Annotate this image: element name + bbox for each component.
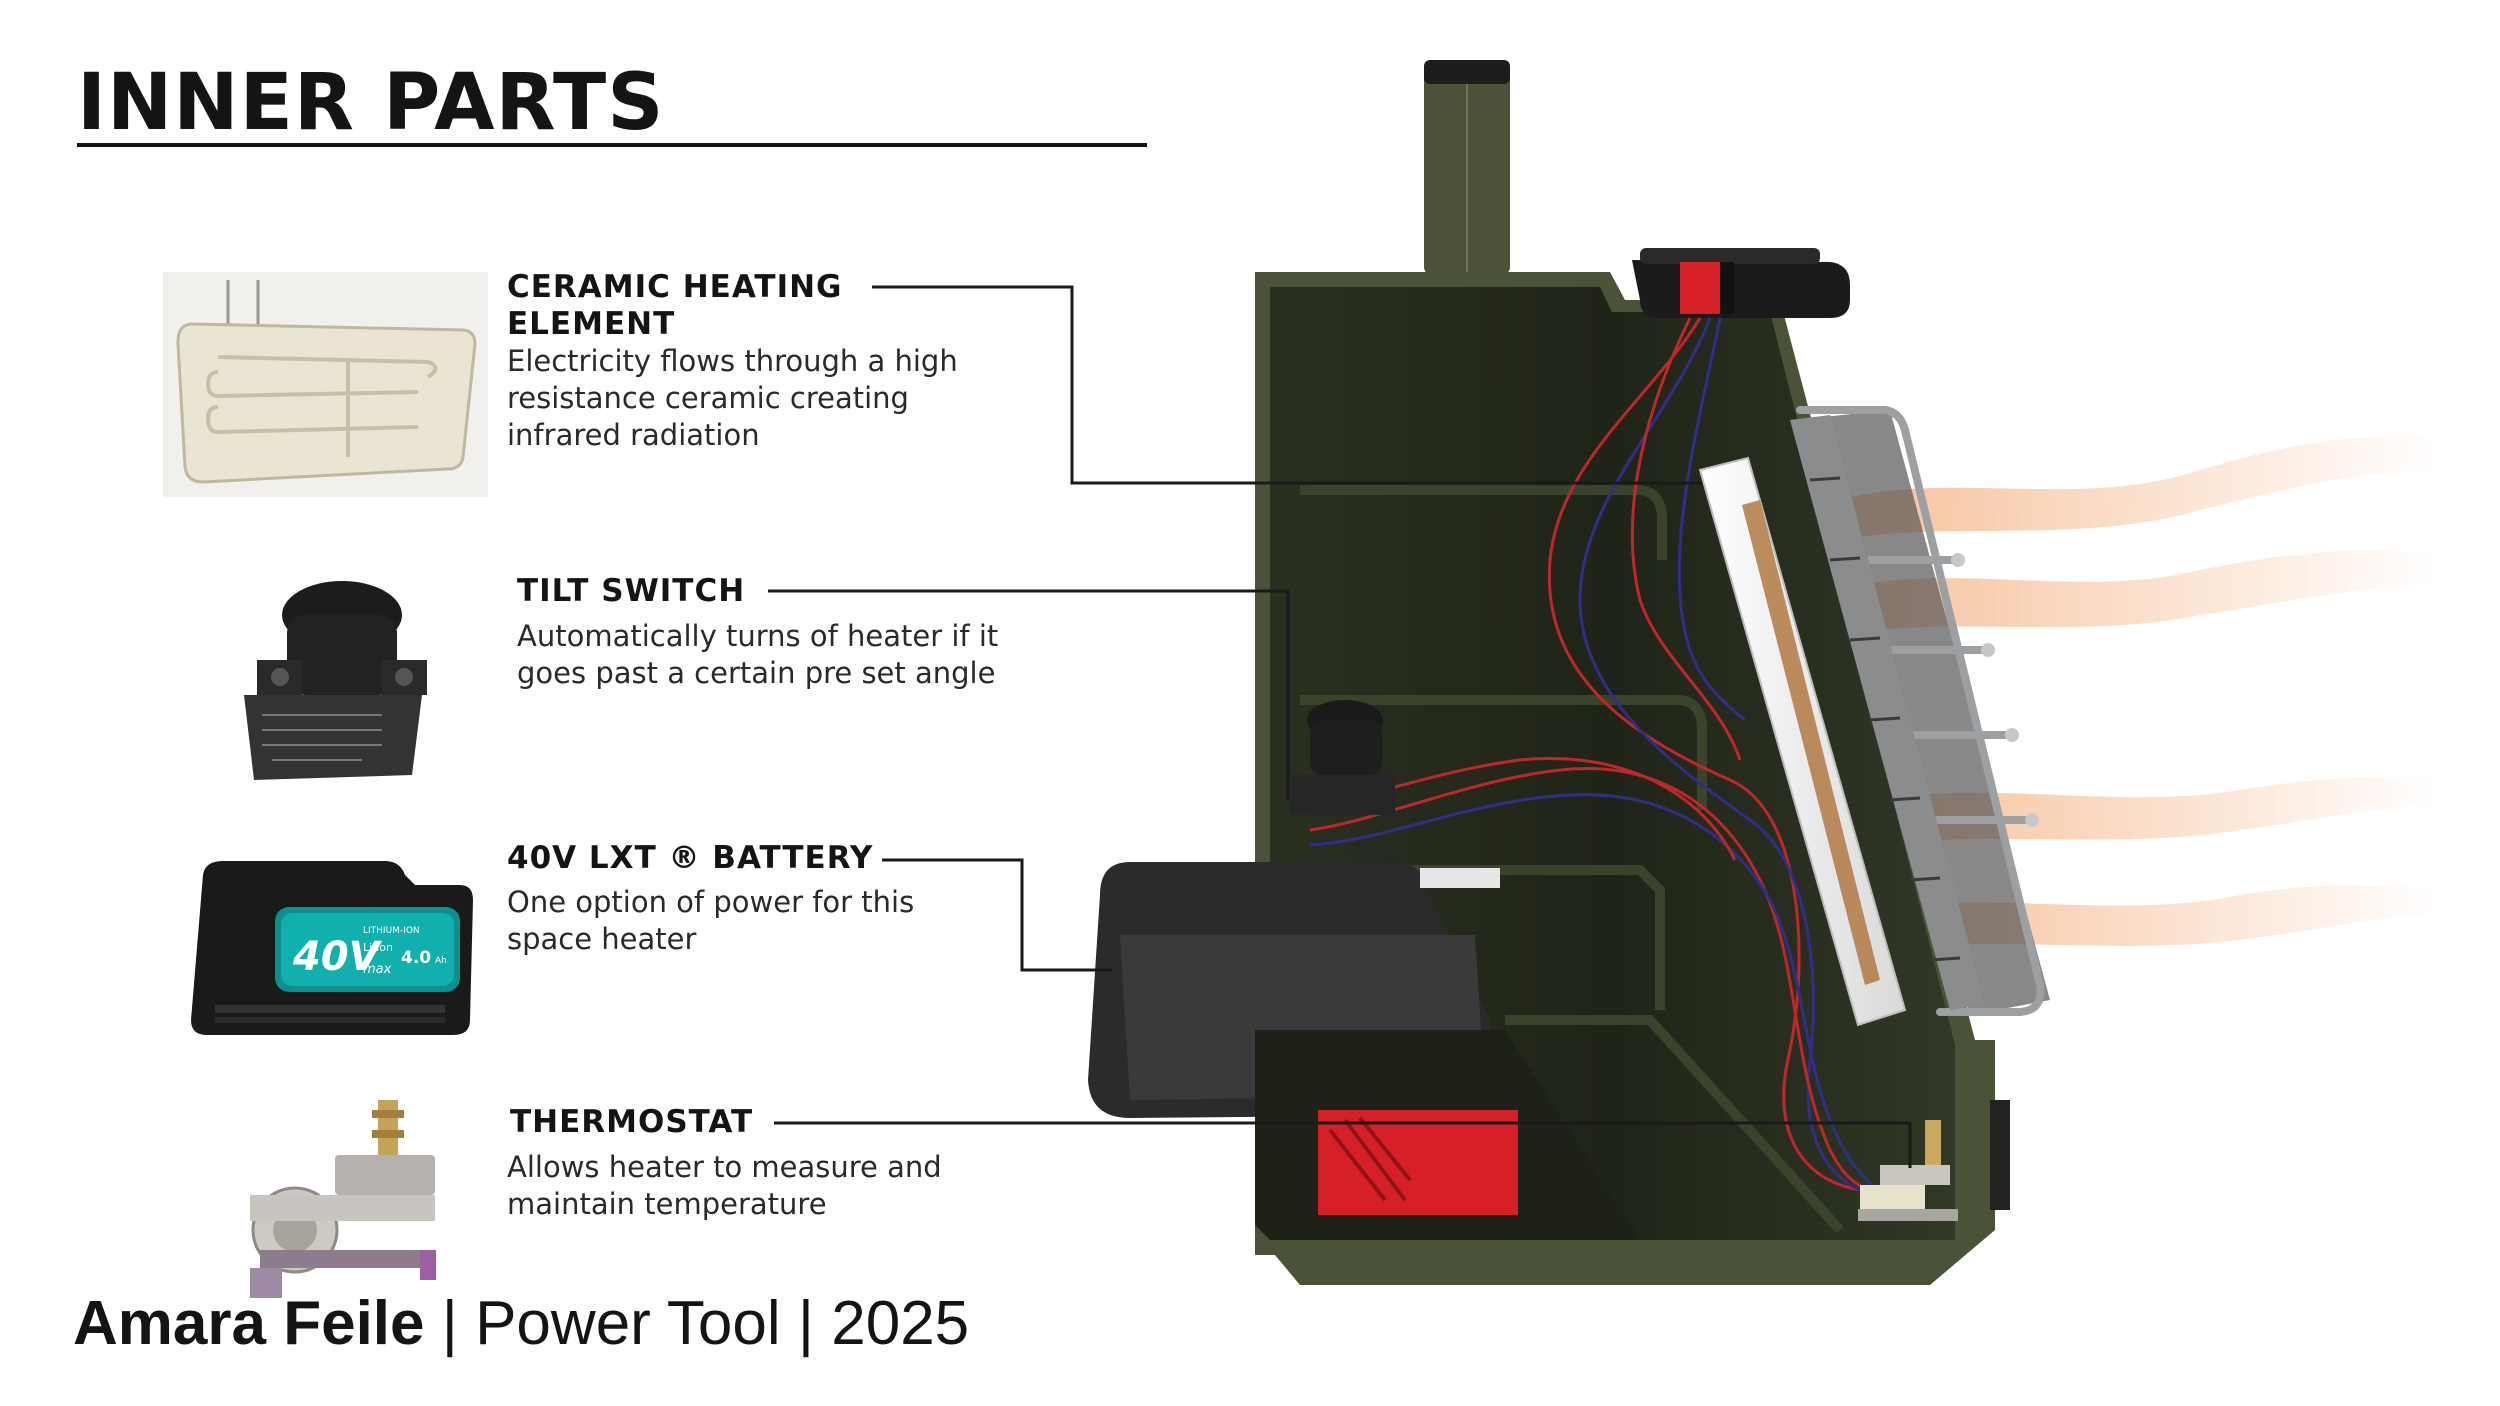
footer-year: 2025 [831, 1289, 970, 1358]
tilt-switch-image [244, 581, 427, 780]
control-knob-drawing [1632, 248, 1850, 318]
thermostat-drawing [1858, 1120, 1958, 1221]
battery-image: 40V LITHIUM-ION Li-ion max 4.0 Ah [191, 861, 473, 1035]
svg-text:Ah: Ah [435, 956, 447, 966]
svg-text:4.0: 4.0 [401, 948, 431, 968]
footer-course: Power Tool [475, 1289, 781, 1358]
battery-heading: 40V LXT ® BATTERY [507, 840, 874, 876]
svg-text:max: max [363, 962, 392, 977]
svg-text:Li-ion: Li-ion [363, 941, 393, 954]
thermostat-heading: THERMOSTAT [510, 1104, 754, 1140]
tilt-switch-heading: TILT SWITCH [517, 573, 746, 609]
ceramic-heating-element-heading: CERAMIC HEATING ELEMENT [507, 269, 843, 342]
svg-text:LITHIUM-ION: LITHIUM-ION [363, 926, 420, 936]
tilt-switch-drawing [1290, 700, 1395, 815]
ceramic-heating-element-image [163, 272, 488, 497]
thermostat-image [250, 1100, 436, 1298]
battery-description: One option of power for this space heate… [507, 885, 915, 956]
page-title: INNER PARTS [77, 58, 665, 148]
footer-author: Amara Feile [73, 1289, 425, 1358]
footer-credit: Amara Feile | Power Tool | 2025 [73, 1288, 969, 1359]
heat-waves [1840, 436, 2440, 950]
title-underline [77, 143, 1147, 147]
footer-separator-2: | [780, 1289, 832, 1358]
heating-element-drawing [1698, 456, 1907, 1027]
footer-separator-1: | [424, 1289, 476, 1358]
battery-voltage-label: 40V [292, 934, 383, 980]
